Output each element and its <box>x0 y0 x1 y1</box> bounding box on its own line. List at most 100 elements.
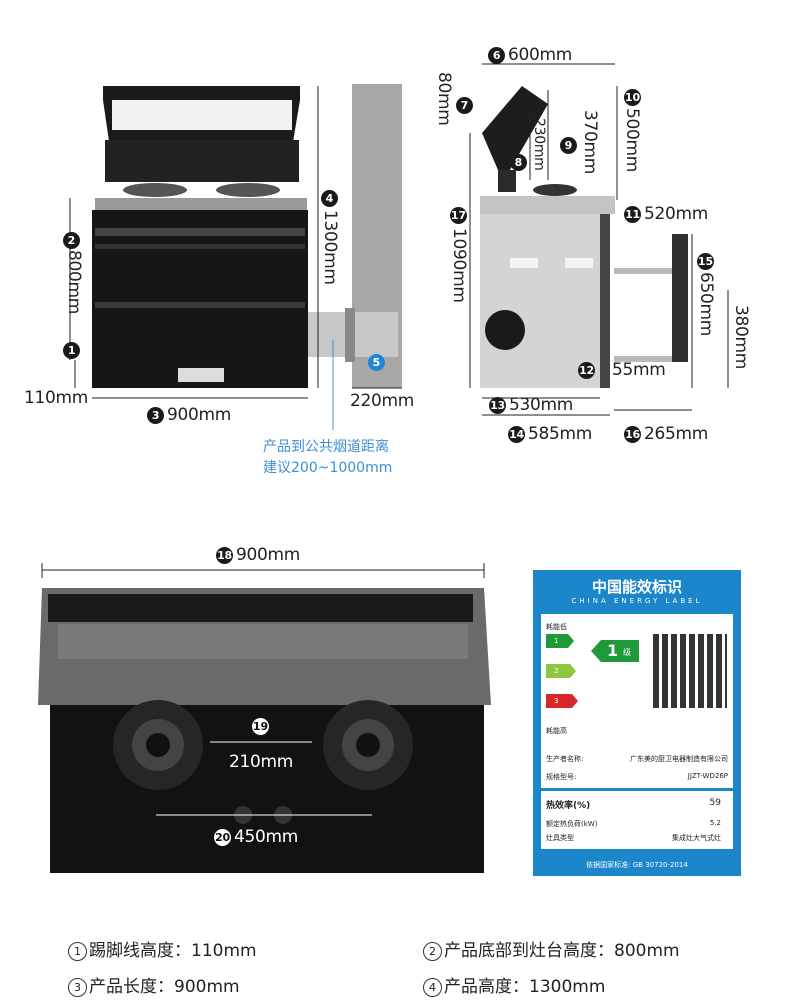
level-1: 1 <box>554 637 559 645</box>
dim-2-badge: 2 <box>63 232 80 249</box>
note-line-1: 产品到公共烟道距离 <box>263 439 389 455</box>
dim-20-value: 450mm <box>234 827 299 847</box>
dim-19: 19 <box>252 716 272 735</box>
dim-15: 15 <box>697 251 717 270</box>
dim-17-badge: 17 <box>450 207 467 224</box>
dim-6-badge: 6 <box>488 46 505 64</box>
dim-1-badge: 1 <box>63 341 80 359</box>
grade-value: 1 <box>607 641 619 660</box>
dim-3-value: 900mm <box>167 405 232 425</box>
kick-value: 110mm <box>24 388 89 408</box>
level-2: 2 <box>554 667 559 675</box>
spec-text-3: 产品长度：900mm <box>89 977 240 997</box>
grade-bars <box>546 634 578 708</box>
dim-11-badge: 11 <box>624 205 641 223</box>
label-high: 耗能高 <box>546 727 567 735</box>
dim-8-value: 230mm <box>531 118 547 171</box>
load-label: 额定热负荷(kW) <box>546 820 598 828</box>
spec-badge-3: 3 <box>68 977 87 997</box>
level-3: 3 <box>554 697 559 705</box>
dim-9-value: 370mm <box>580 110 600 175</box>
dim-10: 10 <box>624 87 644 106</box>
dim-2: 2 <box>63 230 83 249</box>
dim-7-value: 80mm <box>434 72 454 126</box>
type-label: 灶具类型 <box>546 834 574 842</box>
dim-380-value: 380mm <box>731 305 751 370</box>
spec-text-1: 踢脚线高度：110mm <box>89 941 257 961</box>
dim-5: 5 <box>368 352 388 371</box>
dim-14-badge: 14 <box>508 425 525 443</box>
dim-19-value: 210mm <box>229 752 294 772</box>
grade-unit: 级 <box>623 648 631 657</box>
dim-4: 4 <box>321 188 341 207</box>
grade-arrow <box>591 640 639 662</box>
dim-12-value: 55mm <box>612 360 666 380</box>
dim-18-badge: 18 <box>216 546 233 564</box>
spec-text-2: 产品底部到灶台高度：800mm <box>444 941 680 961</box>
dim-16-value: 265mm <box>644 424 709 444</box>
dim-17-value: 1090mm <box>449 228 469 303</box>
model-value: JJZT-WD26P <box>687 772 728 780</box>
dim-10-value: 500mm <box>622 108 642 173</box>
dim-1: 1 <box>63 340 83 360</box>
grade-panel: 耗能低 1 2 3 耗能高 1 级 <box>541 614 733 746</box>
info-panel: 生产者名称: 广东美的厨卫电器制造有限公司 规格型号: JJZT-WD26P <box>541 746 733 788</box>
dim-7: 7 <box>456 95 476 114</box>
dim-6-value: 600mm <box>508 45 573 65</box>
producer-value: 广东美的厨卫电器制造有限公司 <box>630 755 728 763</box>
dim-8: 8 <box>510 152 530 171</box>
dim-18-value: 900mm <box>236 545 301 565</box>
dim-14-value: 585mm <box>528 424 593 444</box>
dim-4-value: 1300mm <box>320 210 340 285</box>
label-low: 耗能低 <box>546 623 567 631</box>
spec-badge-2: 2 <box>423 941 442 961</box>
dim-13-badge: 13 <box>489 396 506 414</box>
dim-5-value: 220mm <box>350 391 415 411</box>
note-line-2: 建议200~1000mm <box>263 460 393 476</box>
spec-badge-1: 1 <box>68 941 87 961</box>
dim-5-badge: 5 <box>368 354 385 371</box>
load-value: 5.2 <box>709 819 721 827</box>
qr-code-icon <box>653 634 727 708</box>
stats-panel: 热效率(%) 59 额定热负荷(kW) 5.2 灶具类型 集成灶大气式灶 <box>541 791 733 849</box>
energy-label: 中国能效标识 CHINA ENERGY LABEL 耗能低 1 2 3 耗能高 … <box>533 570 741 876</box>
dim-2-value: 800mm <box>64 250 84 315</box>
energy-label-subtitle: CHINA ENERGY LABEL <box>571 597 703 605</box>
dim-16-badge: 16 <box>624 425 641 443</box>
dim-3-badge: 3 <box>147 406 164 424</box>
spec-text-4: 产品高度：1300mm <box>444 977 606 997</box>
energy-label-title: 中国能效标识 <box>591 578 682 596</box>
dim-15-badge: 15 <box>697 253 714 270</box>
dim-9-badge: 9 <box>560 137 577 154</box>
dim-7-badge: 7 <box>456 97 473 114</box>
side-view-drawing <box>469 63 729 416</box>
spec-badge-4: 4 <box>423 977 442 997</box>
dim-13-value: 530mm <box>509 395 574 415</box>
producer-label: 生产者名称: <box>546 755 584 763</box>
front-view-drawing <box>69 84 402 430</box>
dim-11-value: 520mm <box>644 204 709 224</box>
dim-9: 9 <box>560 135 580 154</box>
standard-text: 依据国家标准: GB 30720-2014 <box>586 861 688 869</box>
type-value: 集成灶大气式灶 <box>672 834 721 842</box>
top-view-drawing <box>38 563 491 873</box>
dim-20-badge: 20 <box>214 828 231 846</box>
dim-19-badge: 19 <box>252 718 269 735</box>
dim-17: 17 <box>450 205 470 224</box>
dim-10-badge: 10 <box>624 89 641 106</box>
flue-distance-note: 产品到公共烟道距离 建议200~1000mm <box>263 437 392 479</box>
efficiency-value: 59 <box>709 798 721 808</box>
model-label: 规格型号: <box>546 773 577 781</box>
